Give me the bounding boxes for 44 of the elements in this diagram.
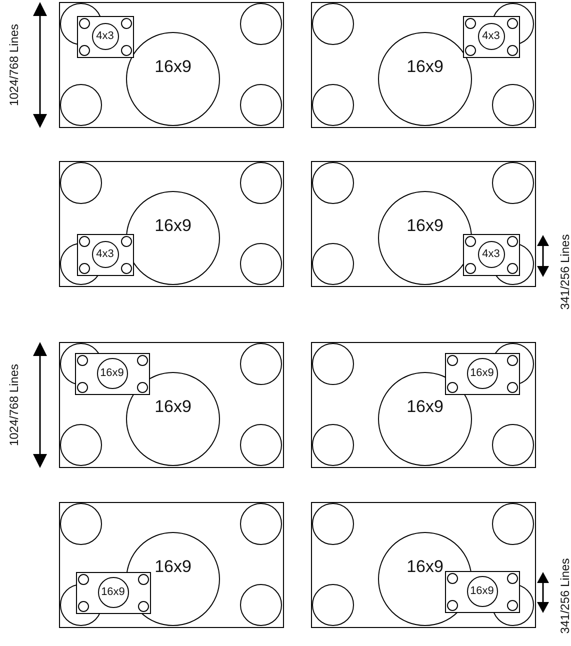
inset-circle — [478, 241, 504, 268]
screen-frame — [311, 342, 536, 468]
format-label: 16x9 — [101, 587, 125, 598]
format-label: 4x3 — [96, 249, 114, 260]
inset-window — [77, 16, 134, 58]
screen-frame — [311, 502, 536, 628]
inset-circle — [466, 576, 498, 607]
inset-circle — [92, 23, 118, 50]
inset-circle — [92, 241, 118, 268]
dimension-label: 341/256 Lines — [559, 234, 571, 310]
inset-window — [76, 572, 151, 614]
format-label: 16x9 — [406, 216, 444, 234]
format-label: 16x9 — [406, 398, 444, 414]
dimension-label: 1024/768 Lines — [8, 364, 20, 446]
format-label: 16x9 — [154, 58, 192, 74]
format-label: 16x9 — [406, 558, 444, 574]
format-label: 16x9 — [470, 368, 494, 379]
inset-window — [445, 571, 520, 613]
dimension-label: 341/256 Lines — [559, 558, 571, 634]
inset-circle — [98, 577, 128, 608]
screen-frame — [311, 2, 536, 128]
format-label: 16x9 — [154, 558, 192, 574]
inset-window — [77, 234, 134, 276]
format-label: 16x9 — [100, 368, 124, 379]
format-label: 16x9 — [406, 58, 444, 74]
screen-frame — [59, 342, 284, 468]
inset-window — [75, 353, 150, 395]
inset-circle — [478, 23, 504, 50]
screen-frame — [59, 2, 284, 128]
screen-frame — [59, 161, 284, 287]
format-label: 4x3 — [482, 31, 500, 42]
inset-window — [463, 234, 520, 276]
format-label: 16x9 — [154, 398, 192, 414]
format-label: 4x3 — [482, 249, 500, 260]
format-label: 4x3 — [96, 31, 114, 42]
inset-window — [463, 16, 520, 58]
inset-window — [445, 353, 520, 395]
dimension-label: 1024/768 Lines — [8, 24, 20, 106]
screen-frame — [59, 502, 284, 628]
format-label: 16x9 — [154, 216, 192, 234]
screen-frame — [311, 161, 536, 287]
format-label: 16x9 — [470, 586, 494, 597]
inset-circle — [466, 358, 498, 389]
inset-circle — [96, 358, 128, 389]
